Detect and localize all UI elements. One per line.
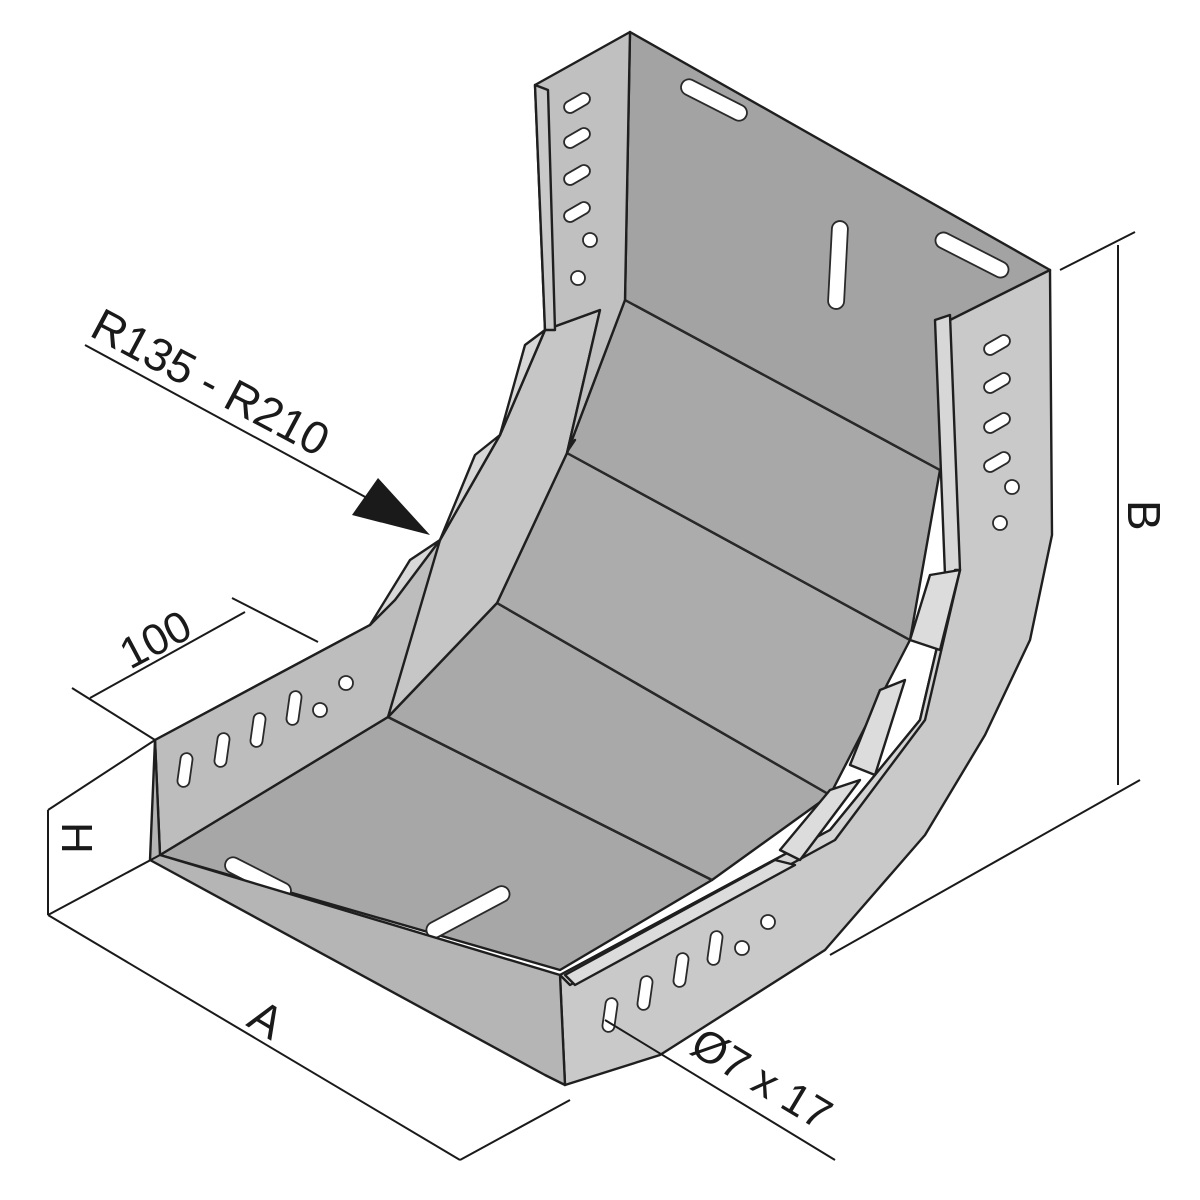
outer-wall-top-holes <box>983 334 1020 531</box>
wall-hole <box>582 232 598 248</box>
outer-wall-front-holes <box>601 914 776 1033</box>
wall-slot <box>672 952 690 988</box>
radius-label: R135 - R210 <box>83 298 338 466</box>
wall-hole <box>992 515 1008 531</box>
radius-leader-line <box>84 344 381 506</box>
wall-slot <box>601 997 619 1033</box>
floor-slot <box>680 78 748 122</box>
wall-slot <box>249 712 267 748</box>
wall-slot <box>983 412 1011 434</box>
slot-size-label: Ø7 x 17 <box>683 1019 840 1140</box>
wall-slot <box>563 127 591 149</box>
height-b-ext-line <box>829 779 1141 956</box>
cable-tray-body <box>148 30 1054 1087</box>
flange-dim-line <box>89 611 246 699</box>
wall-slot <box>983 334 1011 356</box>
flange-length-label: 100 <box>112 601 200 679</box>
inner-wall-front-holes <box>176 675 354 788</box>
wall-slot <box>285 690 303 726</box>
wall-hole <box>570 270 586 286</box>
wall-hole <box>1004 479 1020 495</box>
flange-ext-line <box>231 597 319 643</box>
height-b-ext-line <box>1059 231 1136 271</box>
width-a-dim-line <box>47 914 461 1161</box>
slot-leader-line <box>604 1019 836 1161</box>
radius-arrowhead <box>352 478 430 535</box>
dimension-lines <box>47 231 1141 1161</box>
height-ext-line <box>47 739 156 811</box>
wall-slot <box>563 92 591 114</box>
wall-hole <box>734 940 750 956</box>
wall-hole <box>312 702 328 718</box>
wall-slot <box>983 372 1011 394</box>
wall-slot <box>983 451 1011 473</box>
flange-ext-line <box>71 687 156 741</box>
wall-slot <box>563 164 591 186</box>
height-ext-line <box>47 854 161 916</box>
wall-slot <box>636 975 654 1011</box>
wall-hole <box>338 675 354 691</box>
floor-slot <box>934 231 1010 279</box>
width-a-ext-line <box>459 1099 571 1161</box>
floor-slot <box>827 220 849 310</box>
wall-slot <box>213 732 231 768</box>
height-b-label: B <box>1118 500 1170 531</box>
floor-slot <box>425 885 511 939</box>
height-label: H <box>52 822 101 854</box>
wall-slot <box>563 201 591 223</box>
inner-wall <box>153 30 632 857</box>
wall-slot <box>176 752 194 788</box>
floor-seams <box>387 299 941 881</box>
wall-hole <box>760 914 776 930</box>
width-a-label: A <box>240 989 293 1050</box>
wall-slot <box>706 930 724 966</box>
inner-wall-top-holes <box>563 92 598 286</box>
